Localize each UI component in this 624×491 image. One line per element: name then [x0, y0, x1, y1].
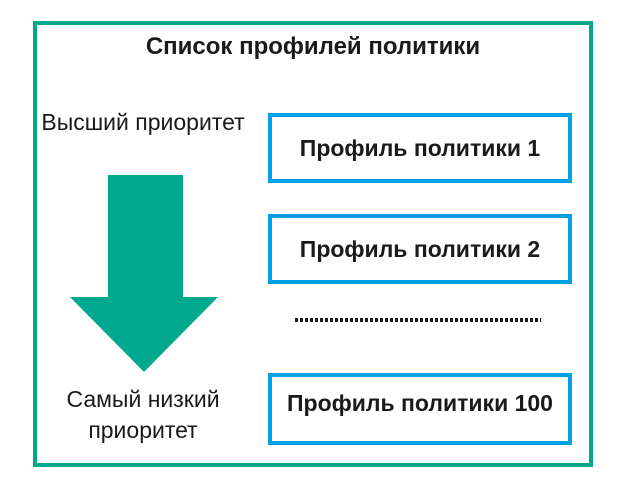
- lowest-priority-label-line2: приоритет: [88, 417, 198, 443]
- profile-box-2: Профиль политики 2: [268, 214, 572, 284]
- profile-box-2-label: Профиль политики 2: [299, 235, 541, 262]
- dotted-separator: [295, 318, 541, 322]
- diagram-title: Список профилей политики: [145, 33, 481, 60]
- highest-priority-label: Высший приоритет: [41, 109, 245, 135]
- profile-box-100: Профиль политики 100: [268, 373, 572, 445]
- profile-box-1-label: Профиль политики 1: [299, 134, 541, 161]
- profile-box-1: Профиль политики 1: [268, 113, 572, 183]
- lowest-priority-label-line1: Самый низкий: [66, 386, 220, 412]
- lowest-priority-label: Самый низкий приоритет: [37, 384, 249, 446]
- profile-box-100-label: Профиль политики 100: [287, 389, 553, 416]
